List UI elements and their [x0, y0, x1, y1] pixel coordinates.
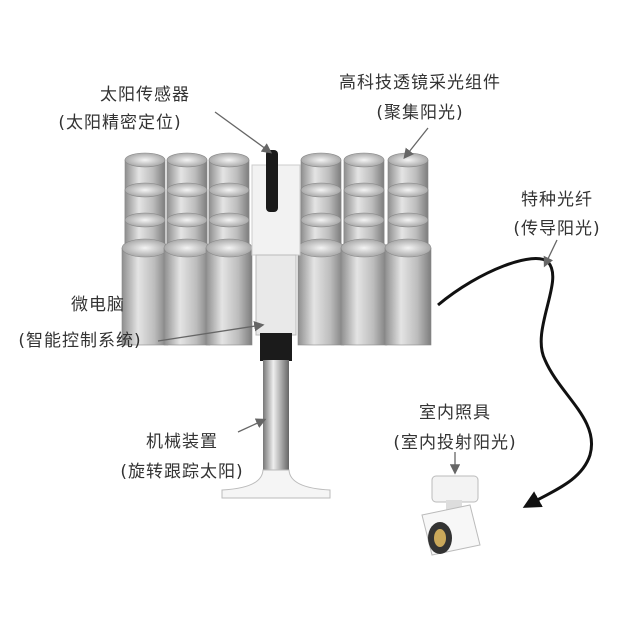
lens-top — [166, 212, 208, 228]
mechanism-arrow — [237, 418, 267, 433]
optical-fiber-sublabel: (传导阳光) — [513, 219, 601, 239]
lens-cylinder — [121, 238, 169, 346]
mechanism-label: 机械装置 — [146, 432, 218, 452]
lens-cylinder — [297, 238, 345, 346]
lens-module-sublabel: (聚集阳光) — [376, 103, 464, 123]
microcomputer-sublabel: (智能控制系统) — [18, 331, 142, 351]
microcomputer-housing — [255, 254, 297, 336]
lens-top — [343, 152, 385, 168]
lens-top — [208, 182, 250, 198]
lens-arrow — [403, 127, 429, 160]
optical-fiber — [437, 257, 594, 508]
lens-cylinder-array — [121, 152, 432, 346]
lens-top — [387, 182, 429, 198]
lens-module-label: 高科技透镜采光组件 — [339, 73, 501, 93]
lens-top — [343, 212, 385, 228]
lens-top — [163, 238, 211, 258]
sun-sensor-sublabel: (太阳精密定位) — [58, 113, 182, 133]
sun-sensor-label: 太阳传感器 — [100, 85, 190, 105]
lens-cylinder — [340, 238, 388, 346]
lens-top — [387, 152, 429, 168]
sun-sensor-arrow — [214, 111, 273, 154]
lens-cylinder — [205, 238, 253, 346]
indoor-lamp — [421, 475, 481, 556]
lens-cylinder — [163, 238, 211, 346]
steel-pole — [263, 360, 289, 475]
lens-top — [343, 182, 385, 198]
microcomputer-label: 微电脑 — [71, 295, 125, 315]
lens-top — [124, 212, 166, 228]
optical-fiber-label: 特种光纤 — [521, 190, 593, 210]
fiber-arrow — [543, 239, 558, 268]
lens-cylinder — [384, 238, 432, 346]
lens-top — [124, 182, 166, 198]
sun-sensor — [266, 150, 278, 212]
indoor-lamp-label: 室内照具 — [419, 403, 491, 423]
lens-top — [387, 212, 429, 228]
lens-top — [384, 238, 432, 258]
lens-top — [300, 152, 342, 168]
indoor-lamp-sublabel: (室内投射阳光) — [393, 433, 517, 453]
mechanism-sublabel: (旋转跟踪太阳) — [120, 462, 244, 482]
lens-top — [124, 152, 166, 168]
lens-top — [121, 238, 169, 258]
black-collar — [260, 333, 292, 361]
lens-top — [166, 182, 208, 198]
lens-top — [300, 182, 342, 198]
lens-top — [205, 238, 253, 258]
lens-top — [166, 152, 208, 168]
base-stand — [221, 469, 331, 499]
lens-top — [208, 152, 250, 168]
lens-top — [300, 212, 342, 228]
lens-top — [297, 238, 345, 258]
microcomputer-arrow — [157, 321, 265, 342]
lens-top — [208, 212, 250, 228]
lens-top — [340, 238, 388, 258]
